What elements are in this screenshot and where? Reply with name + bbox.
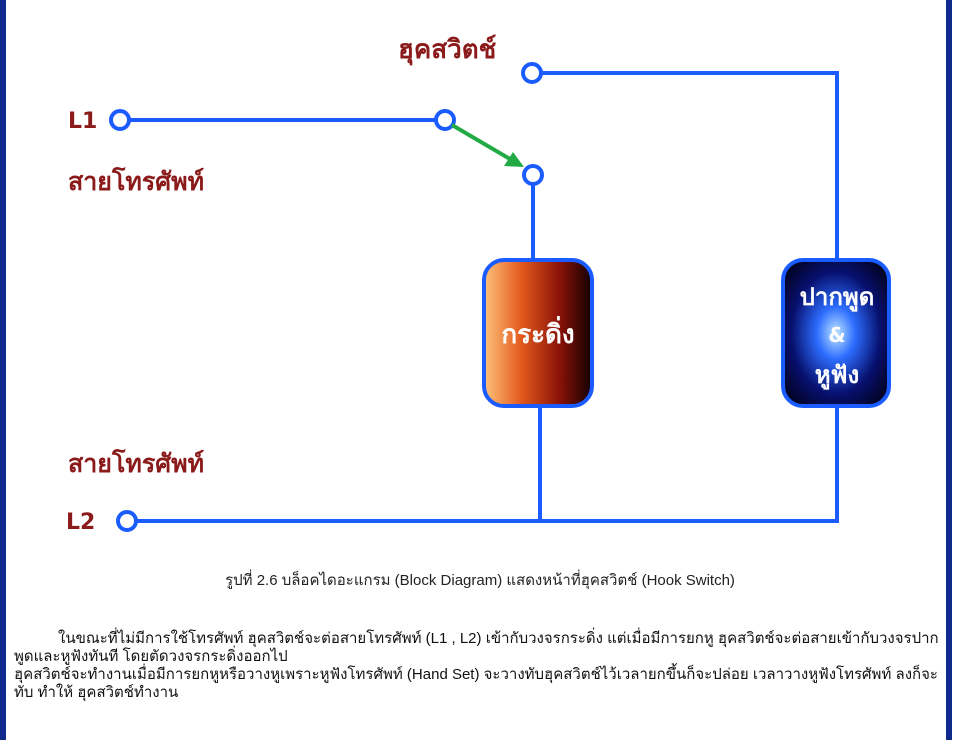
terminal-l1	[109, 109, 131, 131]
hook-switch-block-diagram: กระดิ่ง ปากพูด & หูฟัง ฮุคสวิตช์ L1 สายโ…	[66, 34, 891, 535]
frame-right-border	[946, 0, 952, 740]
terminal-l2	[116, 510, 138, 532]
handset-label-line3: หูฟัง	[815, 361, 860, 390]
handset-label-amp: &	[828, 323, 845, 347]
handset-box	[781, 258, 891, 408]
hook-switch-label: ฮุคสวิตช์	[398, 34, 496, 66]
handset-label-line1: ปากพูด	[800, 283, 875, 312]
terminal-switch-ringer	[522, 164, 544, 186]
line-label-top: สายโทรศัพท์	[68, 166, 204, 196]
paragraph-1: ในขณะที่ไม่มีการใช้โทรศัพท์ ฮุคสวิตช์จะต…	[14, 630, 939, 665]
wire-hook-to-handset	[541, 71, 839, 262]
figure-caption: รูปที่ 2.6 บล็อคไดอะแกรม (Block Diagram)…	[225, 572, 735, 589]
terminal-switch-common	[434, 109, 456, 131]
l2-label: L2	[66, 510, 95, 535]
terminals	[109, 62, 544, 532]
l1-label: L1	[68, 109, 97, 134]
ringer-label: กระดิ่ง	[501, 315, 574, 350]
frame-left-border	[0, 0, 6, 740]
switch-arrow	[450, 123, 524, 167]
wires	[129, 71, 839, 523]
wire-handset-to-l2	[540, 404, 839, 523]
terminal-switch-handset	[521, 62, 543, 84]
line-label-bottom: สายโทรศัพท์	[68, 448, 204, 478]
description-text: ในขณะที่ไม่มีการใช้โทรศัพท์ ฮุคสวิตช์จะต…	[14, 630, 944, 702]
paragraph-2: ฮุคสวิตช์จะทำงานเมื่อมีการยกหูหรือวางหูเ…	[14, 666, 938, 701]
ringer-box	[482, 258, 594, 408]
